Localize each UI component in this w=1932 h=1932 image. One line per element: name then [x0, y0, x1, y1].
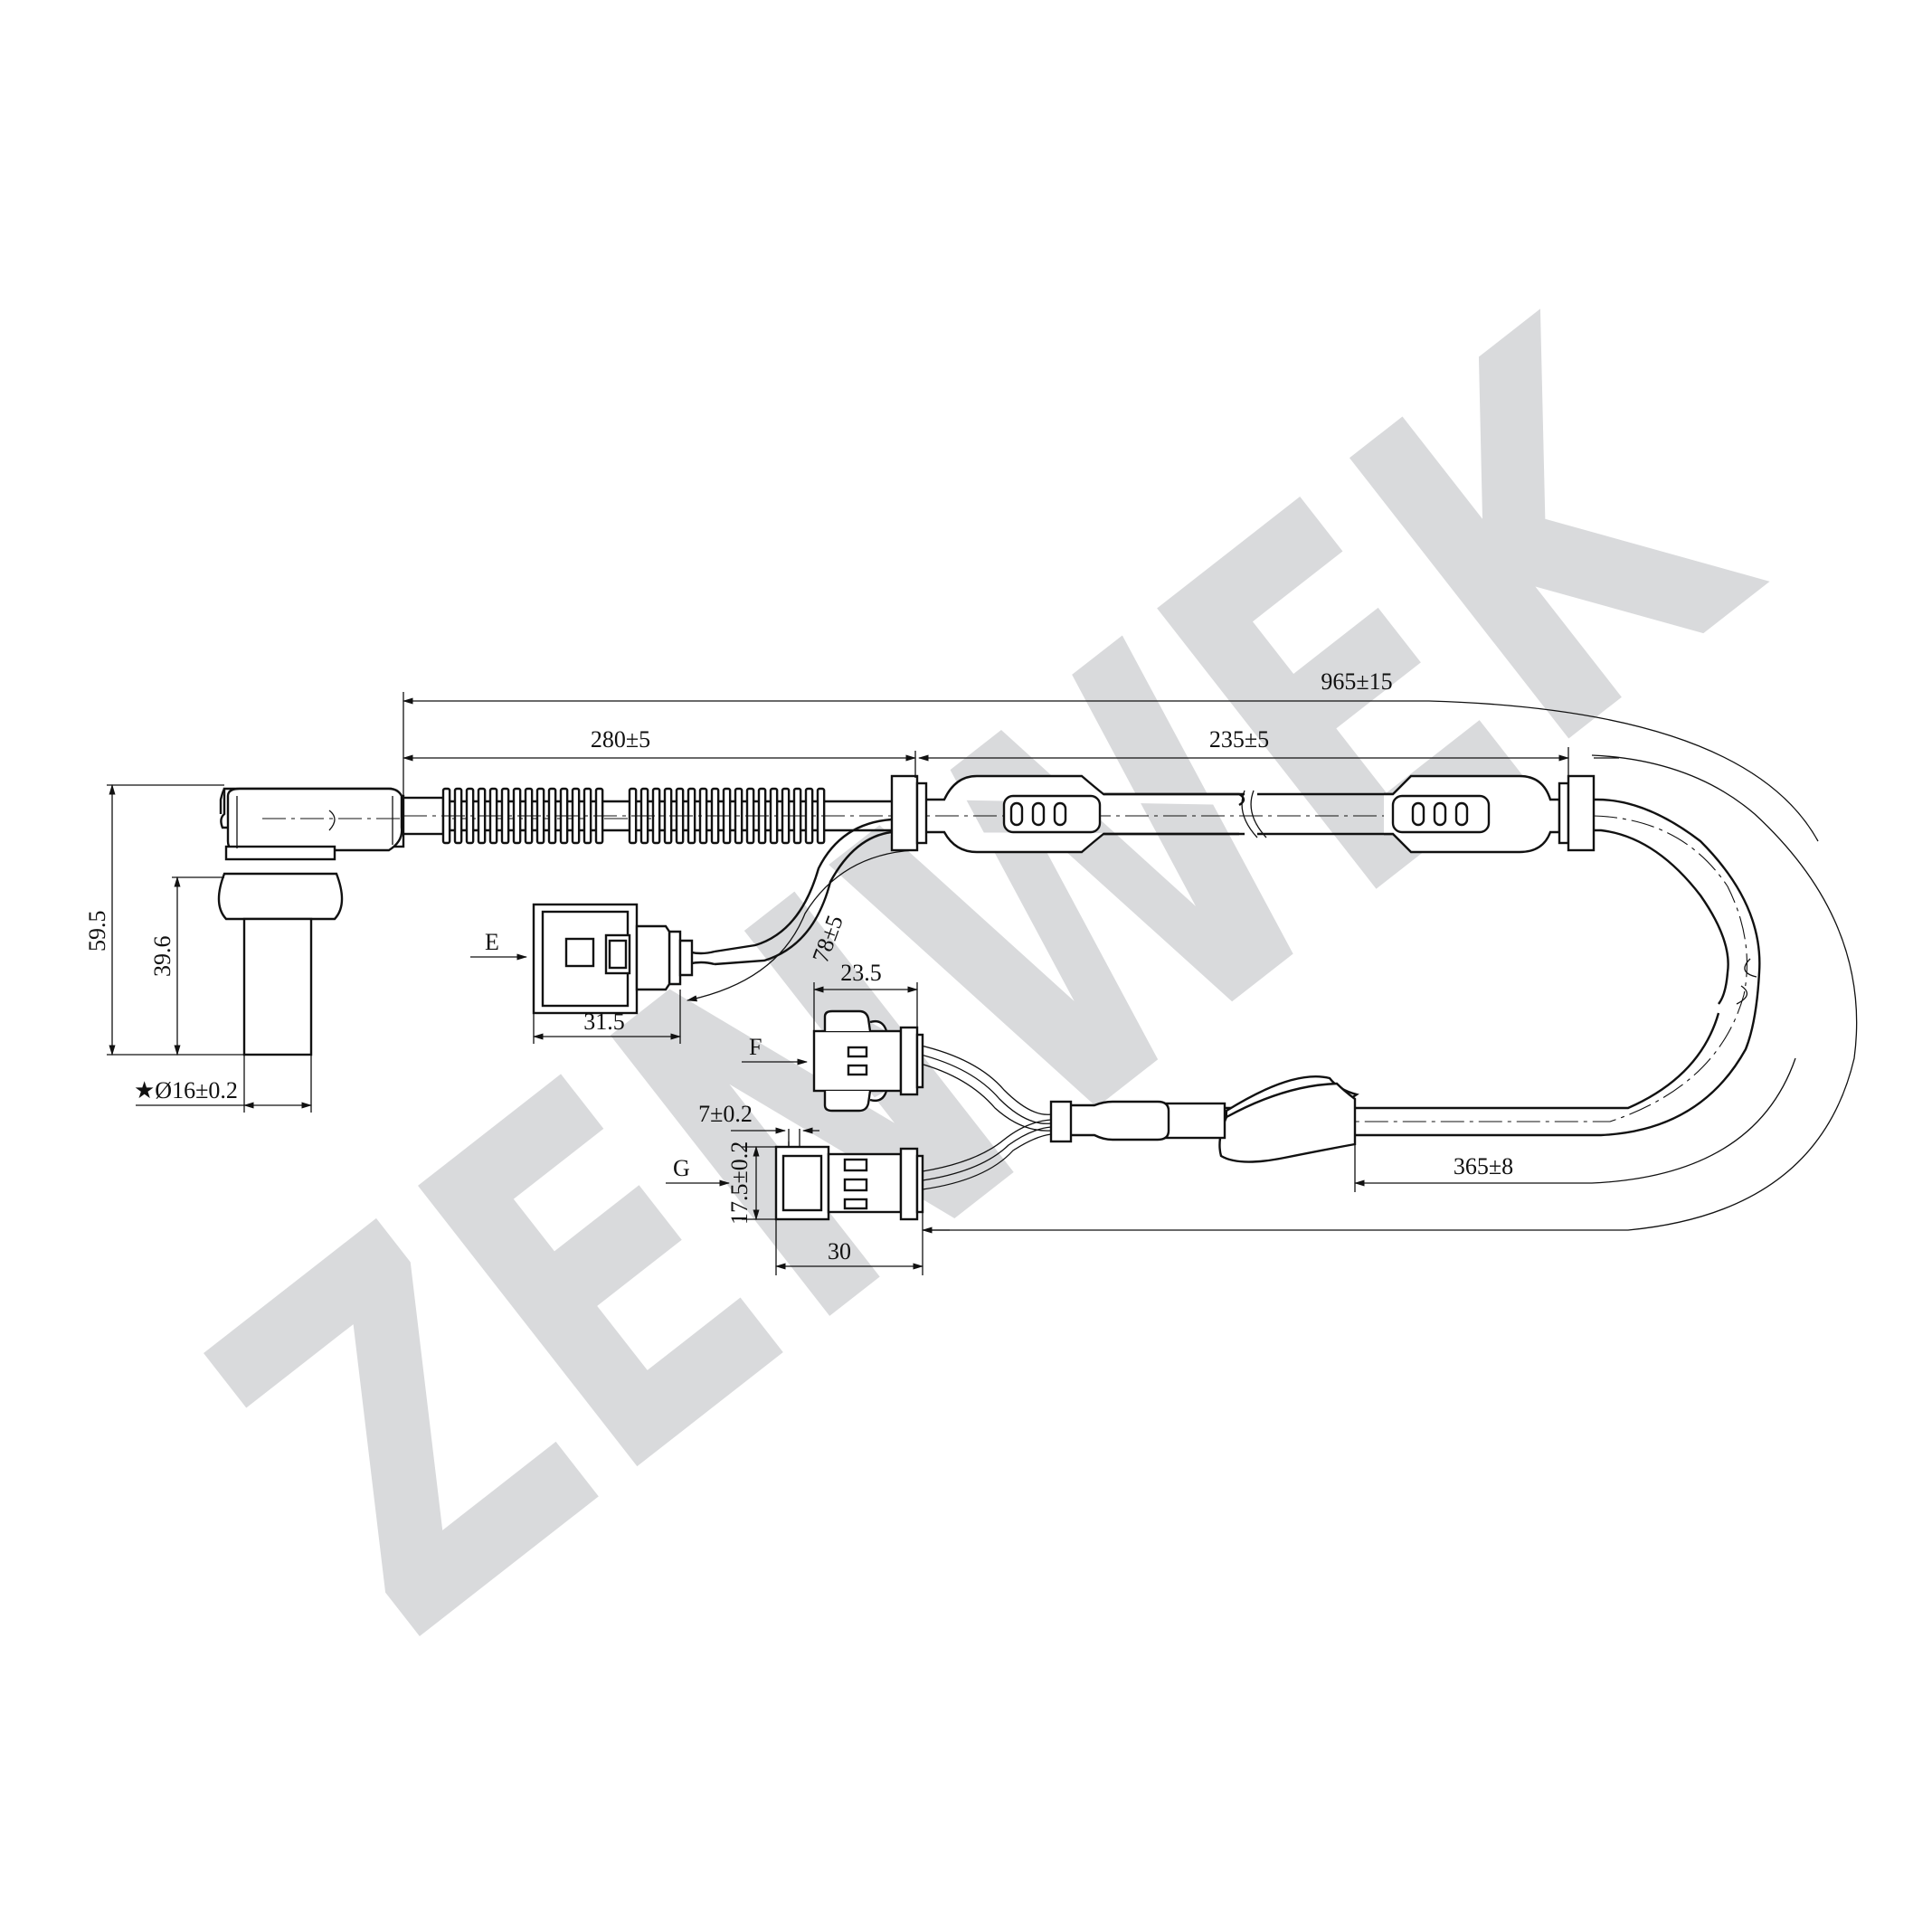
connector-e-label: E	[485, 929, 499, 955]
dim-connector-e-length: 31.5	[583, 1009, 625, 1035]
return-cable	[923, 754, 1858, 1231]
connector-f	[812, 1009, 924, 1113]
sensor-head	[217, 787, 651, 1056]
main-cable	[402, 787, 1592, 845]
tube-ridge	[500, 787, 510, 845]
dim-connector-g-height: 17.5±0.2	[726, 1141, 753, 1225]
dim-overall-length: 965±15	[1321, 668, 1392, 695]
tube-ridge	[547, 787, 557, 845]
watermark-text: ZENWEK	[128, 223, 1843, 1738]
dim-connector-g-length: 30	[828, 1238, 851, 1264]
cable-clip	[1049, 1075, 1359, 1163]
dimension-labels: 965±15 280±5 235±5 78±5 31.5 23.5 30 7±0…	[84, 668, 1513, 1264]
connector-labels: E F G	[485, 929, 762, 1181]
watermark: ZENWEK	[128, 223, 1843, 1738]
dim-sensor-height: 59.5	[84, 911, 110, 952]
branch-wires	[916, 1044, 1052, 1190]
connector-f-label: F	[749, 1034, 762, 1060]
grommet-assembly	[890, 774, 1596, 854]
dimension-lines	[107, 692, 1819, 1275]
dim-sensor-diameter: ★Ø16±0.2	[134, 1077, 238, 1103]
connector-g-label: G	[673, 1155, 690, 1181]
dim-grommet-span: 235±5	[1209, 726, 1269, 753]
dim-connector-f-length: 23.5	[840, 960, 882, 986]
dim-split-to-end: 365±8	[1454, 1153, 1513, 1179]
dim-sensor-to-clip: 280±5	[591, 726, 650, 753]
connector-e	[532, 818, 893, 1015]
dim-connector-g-depth: 7±0.2	[698, 1101, 753, 1127]
tube-ridge	[804, 787, 814, 845]
dim-sensor-body-height: 39.6	[149, 936, 175, 978]
connector-g	[774, 1141, 924, 1221]
